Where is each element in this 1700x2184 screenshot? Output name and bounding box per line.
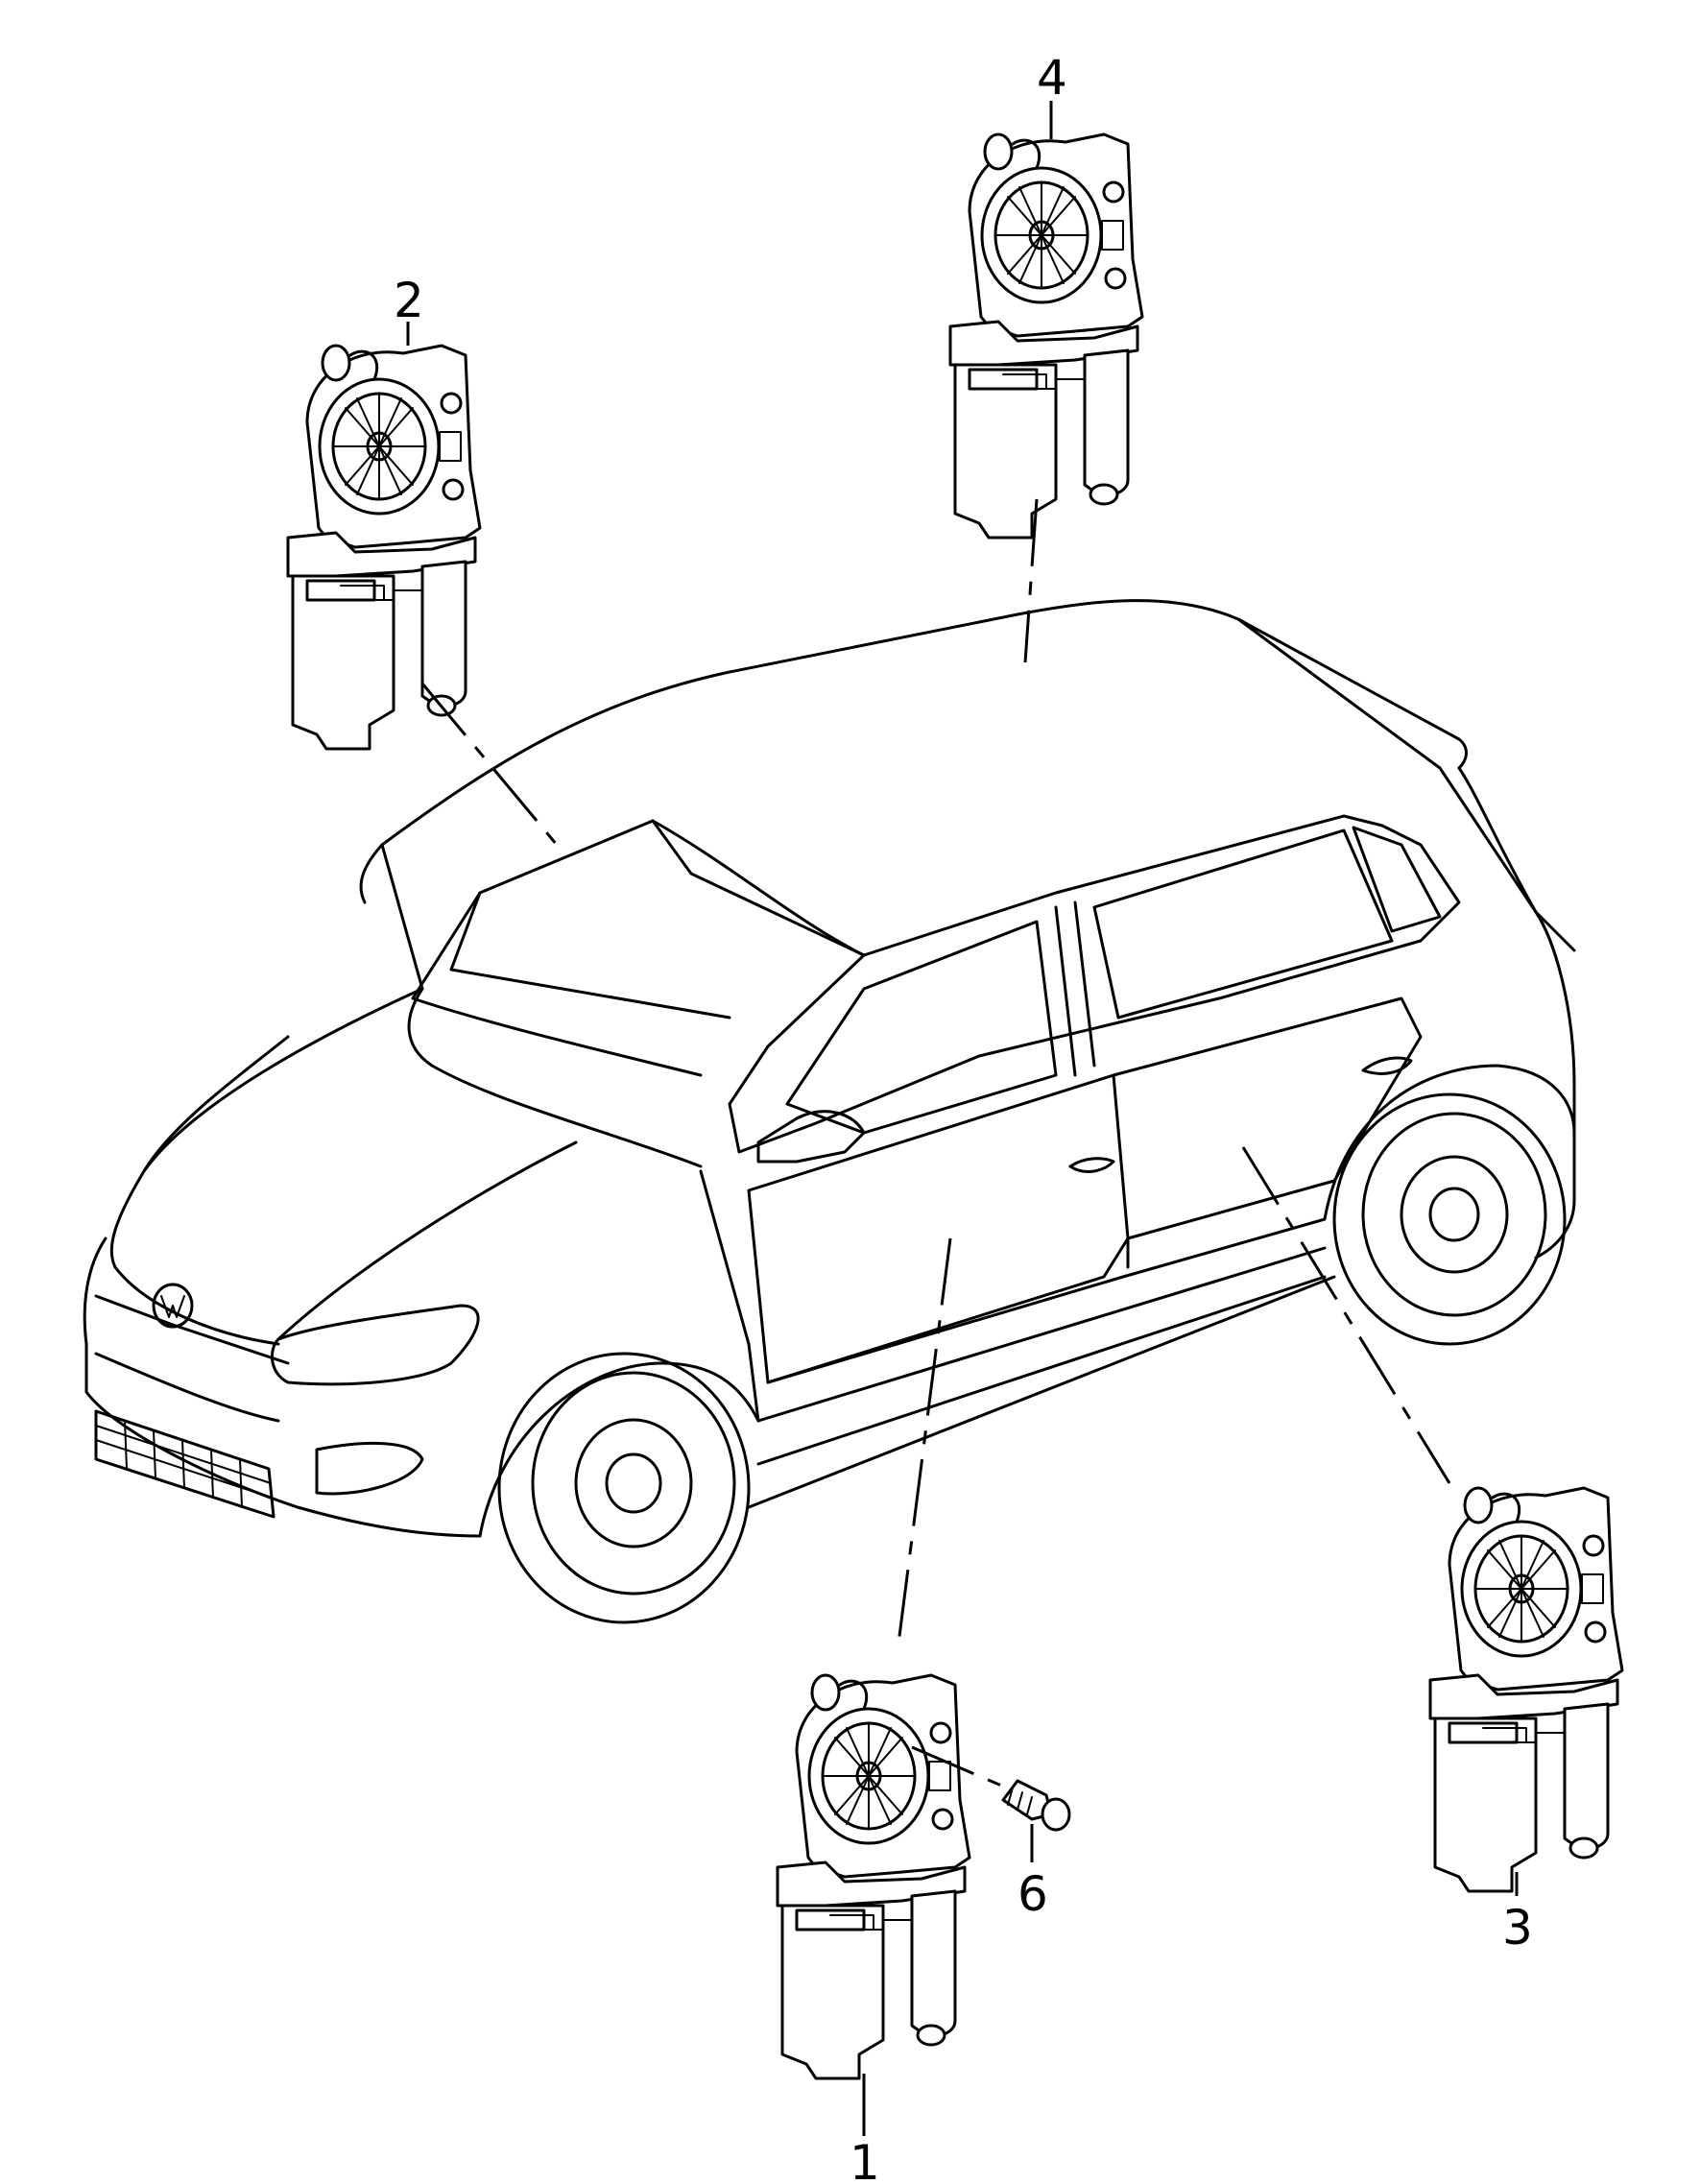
window-motor-1	[776, 1673, 971, 2080]
callout-3: 3	[1502, 1900, 1533, 1956]
window-motor-4	[948, 132, 1144, 540]
leader-lines	[406, 101, 1519, 2136]
window-motor-3	[1428, 1486, 1624, 1893]
screw-6	[1001, 1779, 1071, 1832]
window-motor-2	[286, 344, 482, 751]
callout-6: 6	[1018, 1866, 1048, 1922]
callout-2: 2	[394, 273, 424, 328]
callout-1: 1	[850, 2135, 880, 2184]
car-illustration	[83, 599, 1576, 1624]
callout-4: 4	[1037, 50, 1067, 106]
